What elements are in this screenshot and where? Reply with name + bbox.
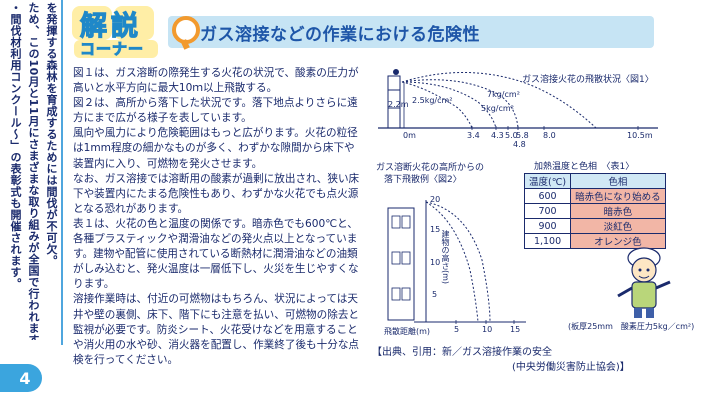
table-cell-temp: 1,100: [523, 233, 572, 249]
table-cell-color: 暗赤色になり始める: [570, 188, 666, 204]
sidebar-line: ため、この10月と11月にさまざまな取り組みが全国で行われます。: [27, 2, 40, 340]
x-tick-label: 0m: [403, 131, 416, 140]
x-axis-title: 飛散距離(m): [384, 327, 431, 336]
figure2-caption: 落下飛散例〈図2〉: [384, 175, 462, 185]
figure1-caption: ガス溶接火花の飛散状況〈図1〉: [522, 75, 654, 85]
badge-subtitle: コーナー: [79, 40, 145, 59]
x-tick-label: 5.0: [505, 131, 518, 140]
worker-illustration-icon: [617, 247, 671, 318]
table-row: 700 暗赤色: [523, 203, 666, 219]
source-publisher: (中央労働災害防止協会)】: [512, 362, 630, 373]
pressure-label: 7kg/cm²: [487, 90, 520, 99]
x-tick-label: 4.3: [491, 131, 504, 140]
paragraph: 風向や風力により危険範囲はもっと広がります。火花の粒径は1mm程度の細かなものが…: [73, 127, 358, 170]
figure2-note: (板厚25mm 酸素圧力5kg／cm²): [568, 322, 695, 331]
table-header-row: 温度(℃) 色相: [523, 173, 666, 189]
paragraph: 図２は、高所から落下した状況です。落下地点よりさらに遠方にまで広がる様子を表して…: [73, 97, 358, 125]
table-row: 900 淡紅色: [523, 218, 666, 234]
y-tick-label: 5: [432, 290, 438, 299]
table-cell-temp: 900: [523, 218, 572, 234]
x-tick-label: 10.5m: [627, 131, 653, 140]
table-header: 色相: [570, 173, 666, 189]
figure2-diagram: [387, 200, 526, 324]
page-title: ガス溶接などの作業における危険性: [200, 25, 480, 45]
x-tick-label: 8.0: [543, 131, 556, 140]
magnifier-icon: [172, 16, 200, 50]
x-tick-label: 5.8: [516, 131, 529, 140]
badge-background-icon: [72, 6, 158, 58]
x-tick-label: 4.8: [513, 140, 526, 149]
table-cell-temp: 700: [523, 203, 572, 219]
section-badge: 解説 コーナー: [66, 4, 162, 62]
table-cell-temp: 600: [523, 188, 572, 204]
paragraph: 表１は、火花の色と温度の関係です。暗赤色でも600℃と、各種プラスティックや潤滑…: [73, 217, 359, 291]
table1-caption: 加熱温度と色相 〈表1〉: [534, 162, 635, 172]
sidebar-line: を発揮する森林を育成するためには間伐が不可欠。: [45, 2, 58, 267]
table-row: 600 暗赤色になり始める: [523, 188, 666, 204]
pressure-label: 2.5kg/cm²: [412, 96, 453, 105]
source-citation: 【出典、引用：新／ガス溶接作業の安全: [372, 347, 552, 358]
x-tick-label: 10: [482, 325, 493, 334]
table-cell-color: 淡紅色: [570, 218, 666, 234]
x-tick-label: 3.4: [467, 131, 480, 140]
sidebar-line: ・間伐材利用コンクール～」の表彰式も開催されます。: [9, 2, 22, 290]
y-axis-title: 建物の高さ(m): [441, 230, 450, 285]
x-tick-label: 15: [510, 325, 521, 334]
table-cell-color: オレンジ色: [570, 233, 666, 249]
color-temperature-table: 温度(℃) 色相 600 暗赤色になり始める 700 暗赤色 900 淡紅色 1…: [523, 173, 666, 249]
article-body: 図１は、ガス溶断の際発生する火花の状況で、酸素の圧力が高いと水平方向に最大10ｍ…: [73, 66, 365, 368]
figure1-diagram: [378, 69, 658, 130]
table-cell-color: 暗赤色: [570, 203, 666, 219]
figure2-caption: ガス溶断火花の高所からの: [376, 163, 485, 173]
y-tick-label: 15: [430, 225, 441, 234]
header-bar: [168, 16, 654, 48]
paragraph: なお、ガス溶接では溶断用の酸素が過剰に放出され、狭い床下や装置内にたまる危険性も…: [73, 172, 360, 215]
page-number-tab: [0, 364, 8, 392]
paragraph: 図１は、ガス溶断の際発生する火花の状況で、酸素の圧力が高いと水平方向に最大10ｍ…: [73, 67, 359, 95]
sidebar-vertical-text: を発揮する森林を育成するためには間伐が不可欠。 ため、この10月と11月にさまざ…: [0, 0, 60, 340]
y-tick-label: 10: [430, 258, 441, 267]
pressure-label: 5kg/cm²: [481, 104, 514, 113]
table-row: 1,100 オレンジ色: [523, 233, 666, 249]
y-tick-label: 20: [430, 195, 441, 204]
table-header: 温度(℃): [523, 173, 572, 189]
sidebar-divider: [61, 0, 63, 345]
height-label: 2.2m: [388, 100, 409, 109]
paragraph: 溶接作業時は、付近の可燃物はもちろん、状況によっては天井や壁の裏側、床下、階下に…: [73, 293, 360, 366]
badge-title: 解説: [79, 10, 142, 42]
page-number: 4: [8, 364, 42, 392]
x-tick-label: 5: [454, 325, 460, 334]
